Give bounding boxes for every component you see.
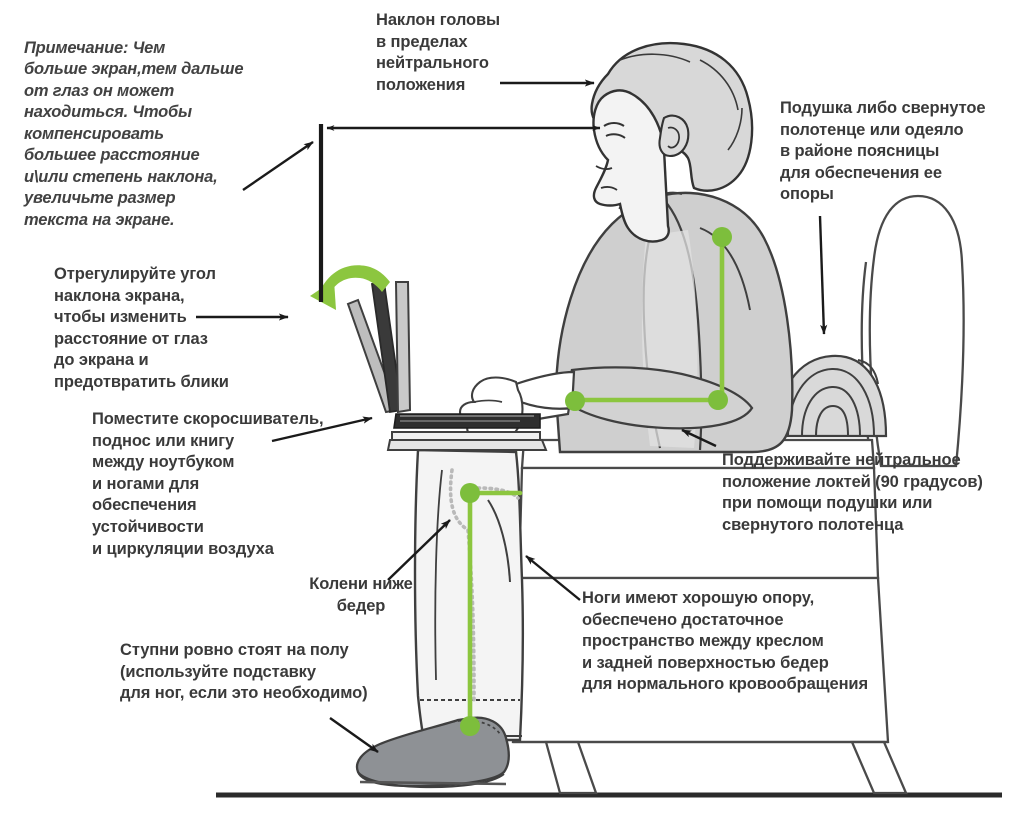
legs-arrow: [525, 555, 581, 601]
laptop-stand-arrow: [271, 416, 373, 443]
note-laptop-stand: Поместите скоросшиватель, поднос или кни…: [92, 410, 324, 558]
joint-markers: [460, 227, 732, 736]
note-screen-size: Примечание: Чем больше экран,тем дальше …: [24, 39, 244, 229]
ankle-joint: [460, 716, 480, 736]
shoulder-joint: [712, 227, 732, 247]
callout-arrows: [196, 79, 828, 753]
eye-to-screen-dimension: [318, 124, 601, 302]
wrist-joint: [565, 391, 585, 411]
note-legs: Ноги имеют хорошую опору, обеспечено дос…: [582, 589, 869, 694]
note-screen-angle: Отрегулируйте угол наклона экрана, чтобы…: [54, 265, 229, 392]
knees-arrow: [387, 519, 451, 581]
note-lumbar-support: Подушка либо свернутое полотенце или оде…: [780, 99, 986, 204]
laptop: [346, 280, 548, 451]
note-elbows: Поддерживайте нейтральное положение локт…: [722, 451, 983, 534]
note-head-tilt: Наклон головы в пределах нейтрального по…: [376, 11, 501, 94]
screen-size-arrow: [242, 141, 314, 191]
hip-knee-joint: [460, 483, 480, 503]
posture-green-lines: [467, 234, 725, 729]
note-knees: Колени ниже бедер: [309, 575, 413, 615]
note-feet: Ступни ровно стоят на полу (используйте …: [120, 641, 368, 703]
lumbar-roll: [774, 354, 888, 438]
person-head: [590, 42, 754, 243]
elbow-joint: [708, 390, 728, 410]
feet-arrow: [329, 717, 379, 753]
shoe: [355, 716, 510, 789]
elbow-arrow: [681, 428, 717, 448]
lumbar-arrow: [818, 215, 828, 335]
